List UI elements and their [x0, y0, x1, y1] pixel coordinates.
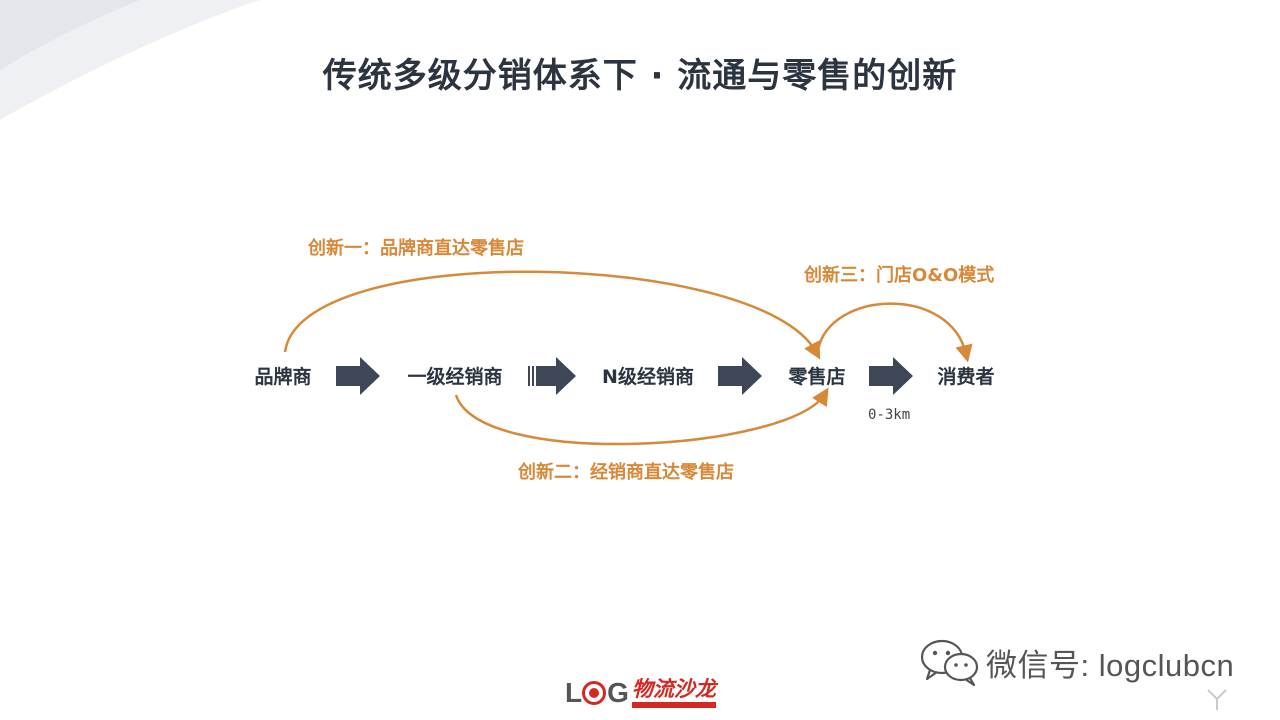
flow-arrow-tier1-to-tierN	[528, 357, 576, 395]
logo-chinese-mark: 物流沙龙	[631, 677, 716, 708]
node-tierN-distributor: N级经销商	[602, 365, 694, 388]
node-brand: 品牌商	[254, 365, 311, 388]
innovation-two-curve	[454, 387, 829, 446]
yiou-watermark-icon	[1207, 689, 1227, 710]
logo-target-icon	[582, 681, 607, 705]
innovation-three-label: 创新三：门店O&O模式	[803, 264, 994, 286]
flow-arrow-tierN-to-retail	[718, 357, 762, 395]
log-club-logo: L G 物流沙龙	[565, 672, 725, 714]
logo-latin: L G	[565, 677, 629, 708]
logo-tagline-bar	[631, 702, 716, 708]
wechat-icon	[920, 639, 979, 687]
node-retail-store: 零售店	[787, 365, 845, 388]
wechat-label: 微信号: logclubcn	[986, 647, 1235, 683]
flow-arrow-retail-to-consumer	[869, 357, 913, 395]
wechat-id: 微信号: logclubcn	[918, 636, 1248, 688]
page-title: 传统多级分销体系下 · 流通与零售的创新	[322, 56, 958, 96]
innovation-one-curve	[283, 270, 821, 360]
innovation-two-label: 创新二：经销商直达零售店	[517, 461, 734, 483]
distance-label: 0-3km	[868, 407, 910, 423]
innovation-three-curve	[816, 302, 973, 363]
node-tier1-distributor: 一级经销商	[407, 365, 502, 388]
node-consumer: 消费者	[937, 365, 994, 388]
innovation-one-label: 创新一：品牌商直达零售店	[307, 237, 524, 259]
flow-arrow-brand-to-tier1	[336, 357, 380, 395]
logo-chinese-text: 物流沙龙	[631, 677, 716, 701]
